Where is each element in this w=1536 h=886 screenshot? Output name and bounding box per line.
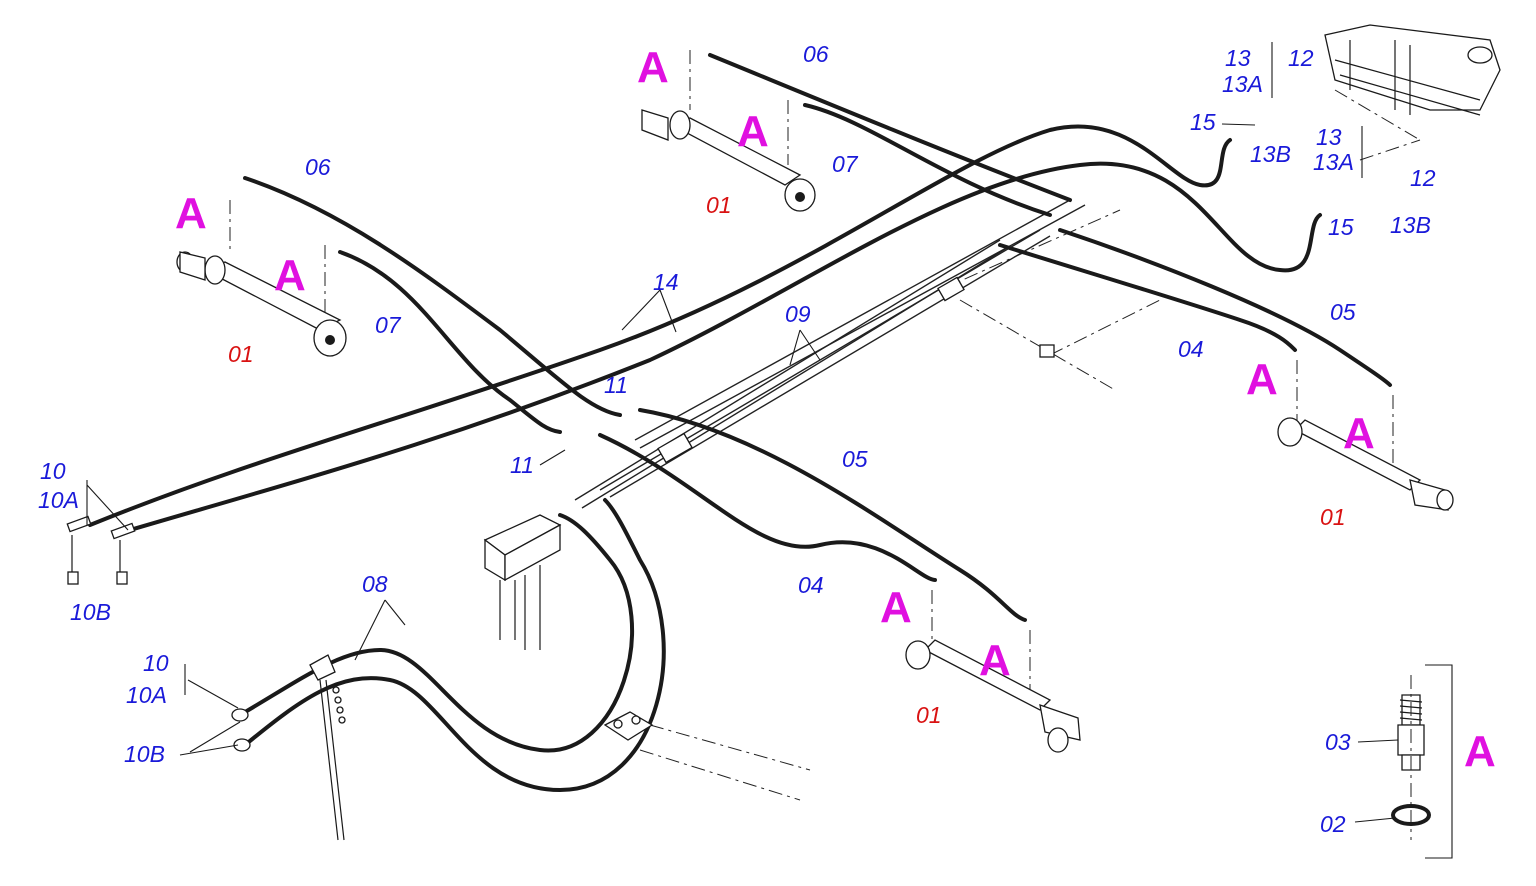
label-14: 14 [653,269,679,295]
marker-a: A [637,43,669,92]
label-01-left: 01 [228,341,254,367]
label-13B-top: 13B [1250,141,1291,167]
label-07-top: 07 [832,151,859,177]
cylinder-bottom [905,639,1081,753]
hoses [88,53,1392,793]
label-10-bottom: 10 [143,650,169,676]
label-11-bottom: 11 [510,452,534,478]
marker-a: A [737,107,769,156]
cylinder-right [1277,417,1454,511]
label-02: 02 [1320,811,1346,837]
label-15-bottom: 15 [1328,214,1354,240]
marker-a: A [880,583,912,632]
frame-structure [1324,24,1501,116]
hose-holder-stand [309,654,346,841]
part-labels: 01 01 01 01 02 03 04 04 05 05 06 06 07 0… [38,41,1436,837]
cylinder-top [641,109,816,212]
label-07-left: 07 [375,312,402,338]
label-10-left: 10 [40,458,66,484]
label-05-bottom: 05 [842,446,868,472]
marker-a: A [1246,355,1278,404]
hose-clamp [603,711,654,741]
label-06-top: 06 [803,41,829,67]
marker-a: A [979,636,1011,685]
label-13-bottom: 13 [1316,124,1342,150]
label-15-top: 15 [1190,109,1216,135]
marker-a: A [1343,409,1375,458]
quick-couplers-bottom [231,708,251,752]
label-10A-left: 10A [38,487,79,513]
marker-a: A [175,189,207,238]
fitting-markers: A A A A A A A A A [175,43,1496,776]
label-11-top: 11 [604,372,628,398]
marker-a: A [274,251,306,300]
label-08: 08 [362,571,388,597]
label-13-top: 13 [1225,45,1251,71]
centerlines [229,50,1421,801]
quick-couplers-left [66,515,136,585]
label-01-right: 01 [1320,504,1346,530]
label-01-bottom: 01 [916,702,942,728]
label-12-top: 12 [1288,45,1314,71]
marker-a-detail: A [1464,727,1496,776]
label-01-top: 01 [706,192,732,218]
label-09: 09 [785,301,811,327]
label-03: 03 [1325,729,1351,755]
label-13B-bottom: 13B [1390,212,1431,238]
cylinder-left-top [176,251,347,357]
label-10B-bottom: 10B [124,741,165,767]
fitting-detail-a [1391,664,1453,859]
label-13A-bottom: 13A [1313,149,1354,175]
label-04-bottom: 04 [798,572,824,598]
leader-lines [86,42,1399,823]
label-12-bottom: 12 [1410,165,1436,191]
label-10B-left: 10B [70,599,111,625]
label-13A-top: 13A [1222,71,1263,97]
label-06-left: 06 [305,154,331,180]
label-04-right: 04 [1178,336,1204,362]
label-05-right: 05 [1330,299,1356,325]
valve-block [483,514,562,650]
label-10A-bottom: 10A [126,682,167,708]
